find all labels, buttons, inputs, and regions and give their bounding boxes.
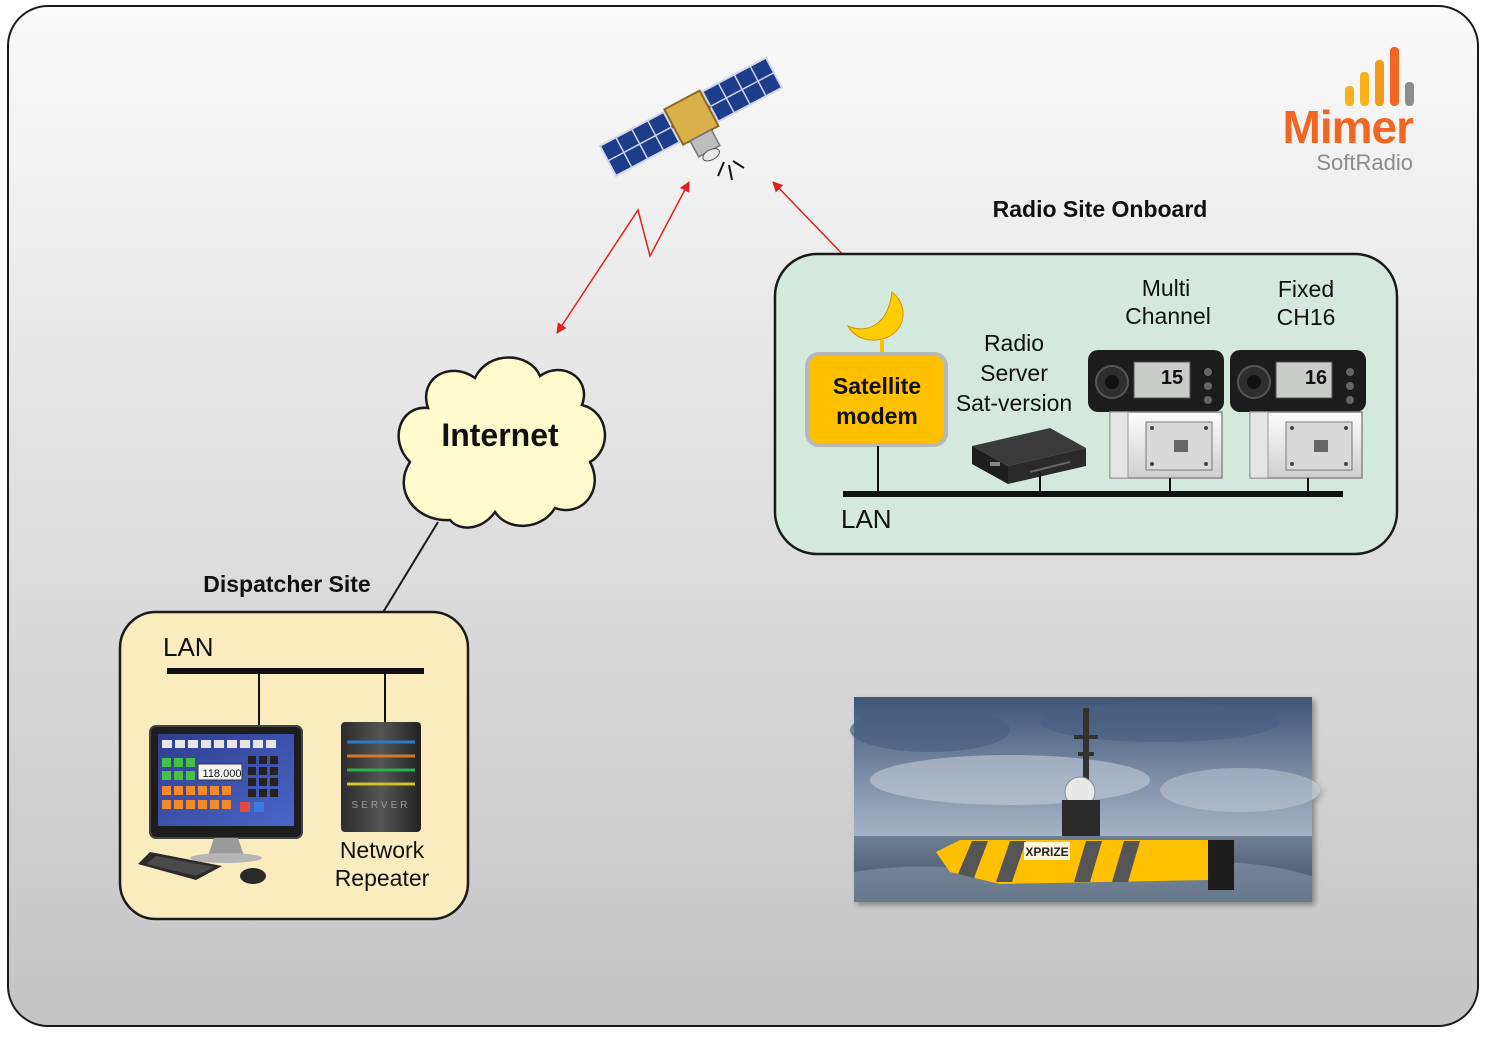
radio-server-label-1: Radio	[984, 330, 1044, 356]
network-repeater-label-2: Repeater	[335, 865, 430, 891]
multi-channel-label-1: Multi	[1142, 275, 1191, 301]
dispatcher-lan-label: LAN	[163, 632, 214, 662]
satellite-icon	[598, 56, 784, 181]
radio-site-title: Radio Site Onboard	[993, 196, 1208, 222]
logo-tagline: SoftRadio	[1316, 150, 1413, 175]
satellite-dish-icon	[846, 291, 904, 354]
radio-server-label-3: Sat-version	[956, 390, 1072, 416]
vessel-banner-text: XPRIZE	[1025, 845, 1068, 859]
multi-channel-label-2: Channel	[1125, 303, 1211, 329]
fixed-ch16-label-2: CH16	[1277, 304, 1336, 330]
signal-bars-icon	[1345, 47, 1414, 106]
keyboard-icon	[138, 852, 222, 880]
radio-fixed-channel-display: 16	[1305, 367, 1327, 389]
mouse-icon	[240, 868, 266, 884]
dispatcher-site-title: Dispatcher Site	[203, 571, 370, 597]
radio-multi-channel-display: 15	[1161, 367, 1183, 389]
satellite-modem-label-1: Satellite	[833, 373, 921, 399]
server-face-text: SERVER	[352, 800, 411, 811]
radio-server-label-2: Server	[980, 360, 1048, 386]
satellite-modem-label-2: modem	[836, 403, 918, 429]
internet-cloud: Internet	[397, 356, 607, 529]
dispatcher-lan-bus	[167, 668, 424, 726]
internet-label: Internet	[441, 417, 559, 453]
network-repeater-server-icon: SERVER	[341, 722, 421, 832]
satellite-link-internet	[556, 181, 690, 334]
onboard-panel	[773, 252, 1399, 556]
dispatcher-console-icon: 118.000	[149, 725, 303, 863]
mimer-logo: Mimer SoftRadio	[1283, 47, 1415, 175]
fixed-ch16-label-1: Fixed	[1278, 276, 1334, 302]
radio-interface-box-icon	[1109, 411, 1223, 479]
onboard-lan-label: LAN	[841, 504, 892, 534]
radio-server-box-icon	[972, 428, 1086, 484]
vhf-radio-icon: 15	[1088, 350, 1224, 412]
onboard-lan-bus	[843, 446, 1343, 497]
autonomous-vessel-photo: XPRIZE	[850, 697, 1320, 902]
radio-interface-box-icon	[1249, 411, 1363, 479]
network-repeater-label-1: Network	[340, 837, 425, 863]
vhf-radio-icon: 16	[1230, 350, 1366, 412]
satellite-modem: Satellite modem	[805, 352, 948, 447]
console-frequency-display: 118.000	[203, 768, 242, 780]
logo-name: Mimer	[1283, 101, 1415, 153]
